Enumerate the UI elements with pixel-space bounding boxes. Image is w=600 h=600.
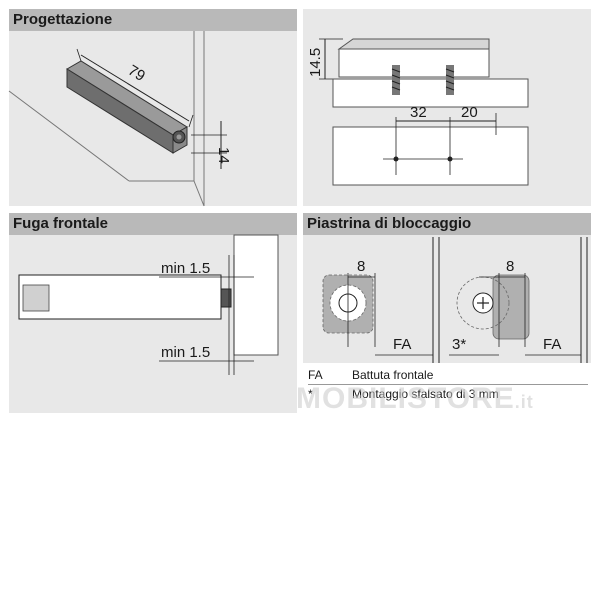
stagger-label: 3* [452,336,466,353]
section-title-progettazione: Progettazione [9,9,297,31]
dim-height-14: 14 [215,147,232,164]
screw-left [391,65,401,95]
legend-key: FA [308,368,323,382]
panel-fuga-frontale: Fuga frontale min 1.5 min 1.5 [9,213,297,413]
push-latch-side [18,274,232,320]
panel-plate-spacing: 14.5 32 20 [303,9,591,206]
legend-key: * [308,387,313,401]
panel-piastrina: Piastrina di bloccaggio 8 FA 8 [303,213,591,363]
legend-row: * Montaggio sfalsato di 3 mm [308,387,588,401]
fa-label-right: FA [543,336,561,353]
dim-offset-left: 8 [357,258,365,275]
front-gap-drawing: min 1.5 min 1.5 [18,234,279,375]
panel-progettazione: Progettazione 79 14 [8,9,297,207]
legend-divider [308,384,588,385]
legend-text: Montaggio sfalsato di 3 mm [352,387,499,401]
watermark-logo: MOBILISTORE.it [296,382,534,415]
dim-length-79: 79 [125,62,148,85]
dim-offset-right: 8 [506,258,514,275]
dim-min-gap-bottom: min 1.5 [161,344,210,361]
dim-plate-height: 14.5 [307,48,324,77]
plate-detail-right: 8 3* FA [449,237,588,363]
isometric-drawing: 79 14 [8,31,232,207]
dim-spacing-20: 20 [461,104,478,121]
plate-spacing-drawing: 14.5 32 20 [307,38,529,186]
locking-plate-drawing: 8 FA 8 3* FA [322,237,588,363]
dim-spacing-32: 32 [410,104,427,121]
screw-right [445,65,455,95]
push-latch-iso [66,60,188,154]
mounting-plate-side [337,38,490,78]
legend-row: FA Battuta frontale [308,368,588,382]
section-title-fuga: Fuga frontale [9,213,297,235]
dim-min-gap-top: min 1.5 [161,260,210,277]
plate-detail-left: 8 FA [322,237,440,363]
legend-text: Battuta frontale [352,368,434,382]
section-title-piastrina: Piastrina di bloccaggio [303,213,591,235]
fa-label-left: FA [393,336,411,353]
legend: FA Battuta frontale * Montaggio sfalsato… [308,368,588,401]
